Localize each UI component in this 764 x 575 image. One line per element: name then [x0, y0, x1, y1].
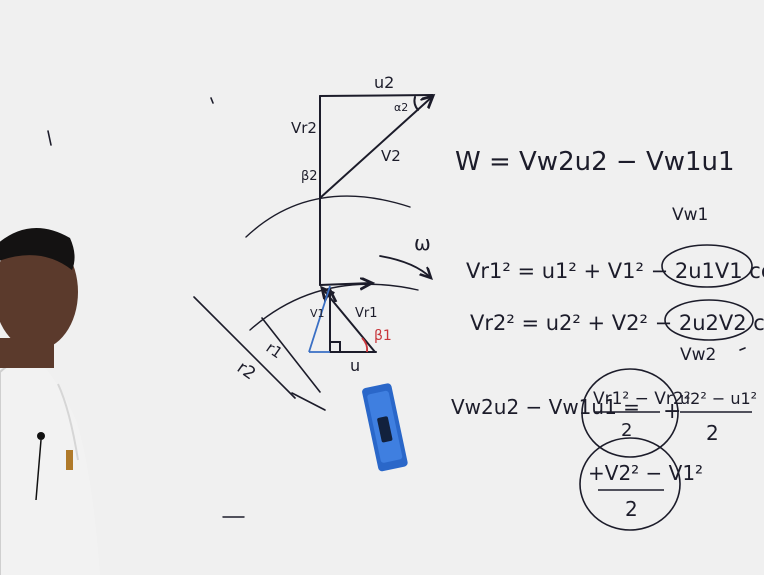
velocity-diagram	[47, 95, 746, 518]
label-beta2: β2	[301, 169, 318, 184]
circle-v2cos	[664, 299, 754, 341]
equation-lhs: Vw2u2 − Vw1u1 =	[451, 395, 640, 419]
label-v1: V1	[310, 307, 325, 320]
label-beta1: β1	[374, 328, 392, 344]
note-vw1: Vw1	[672, 205, 708, 225]
note-vw2: Vw2	[680, 345, 716, 365]
term2-numerator: u2² − u1²	[680, 389, 757, 408]
term3-denominator: 2	[625, 497, 638, 521]
lecturer	[0, 228, 100, 575]
label-v2: V2	[381, 147, 401, 165]
equation-work: W = Vw2u2 − Vw1u1	[455, 147, 735, 177]
circle-term1	[581, 368, 679, 458]
label-u: u	[350, 356, 360, 375]
label-alpha2: α2	[394, 101, 408, 114]
label-vr1: Vr1	[355, 306, 378, 321]
term3-numerator: +V2² − V1²	[588, 461, 703, 485]
circle-term3	[579, 437, 681, 531]
term2-denominator: 2	[706, 421, 719, 445]
plus-sign: +	[663, 399, 681, 424]
circle-v1cos	[661, 244, 753, 288]
label-u2: u2	[374, 73, 394, 92]
term1-numerator: Vr1² − Vr2²	[593, 389, 691, 409]
label-vr2: Vr2	[291, 119, 317, 137]
v1-vector	[308, 285, 331, 353]
equation-vr1: Vr1² = u1² + V1² − 2u1V1 cosα1	[466, 259, 764, 283]
term1-denominator: 2	[621, 420, 632, 441]
label-omega: ω	[414, 231, 431, 255]
blue-marker	[362, 383, 408, 472]
equation-vr2: Vr2² = u2² + V2² − 2u2V2 cosα2	[470, 311, 764, 335]
beta1-arc	[361, 337, 369, 353]
